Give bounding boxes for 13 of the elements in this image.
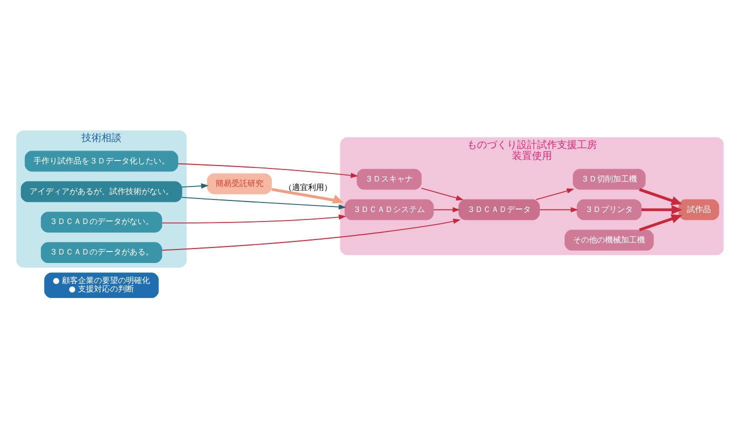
arrow [536, 188, 574, 200]
arrow [641, 204, 682, 214]
arrow [181, 196, 346, 210]
arrow [178, 162, 358, 178]
arrow [271, 187, 344, 203]
arrow [161, 218, 461, 250]
arrow [433, 206, 460, 212]
arrow [639, 188, 682, 205]
arrow [420, 187, 464, 200]
arrow [639, 214, 682, 231]
arrow [539, 206, 578, 212]
arrow [162, 214, 346, 223]
arrow [182, 182, 209, 188]
